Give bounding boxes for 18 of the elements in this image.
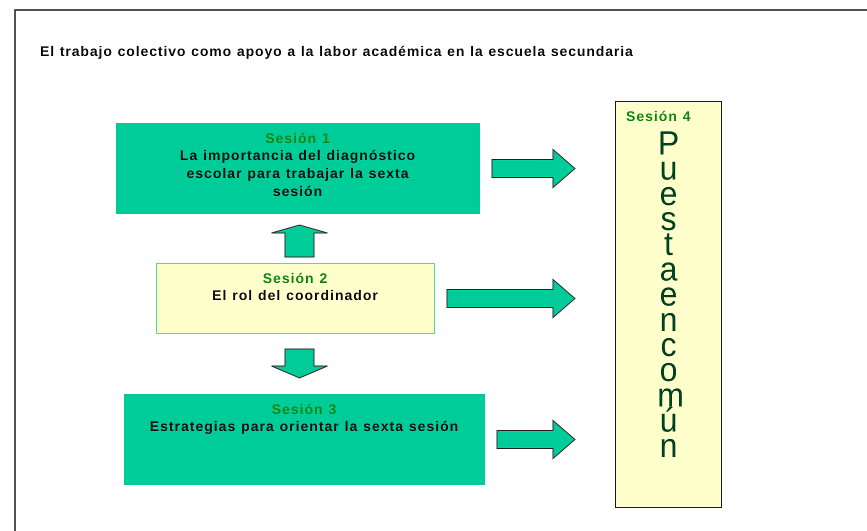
session-title: Estrategias para orientar la sexta sesión (148, 417, 460, 435)
session-number: Sesión 3 (270, 401, 338, 417)
session-box (116, 123, 480, 214)
session-number: Sesión 2 (262, 270, 330, 286)
block-arrow (496, 419, 576, 460)
diagram-title: El trabajo colectivo como apoyo a la labor académica en la escuela secundaria (40, 43, 634, 59)
session-box (124, 394, 485, 485)
session-number: Sesión 4 (625, 108, 693, 124)
block-arrow (271, 348, 328, 379)
session-title: El rol del coordinador (211, 286, 380, 304)
session-title: La importancia del diagnóstico escolar para trabajar la sexta sesión (178, 146, 418, 200)
block-arrow (271, 224, 328, 258)
block-arrow (492, 148, 576, 189)
vertical-title: Puesta en común (657, 130, 680, 458)
session-number: Sesión 1 (264, 130, 332, 146)
session-column (615, 101, 722, 508)
session-box (156, 263, 435, 334)
block-arrow (446, 278, 576, 319)
